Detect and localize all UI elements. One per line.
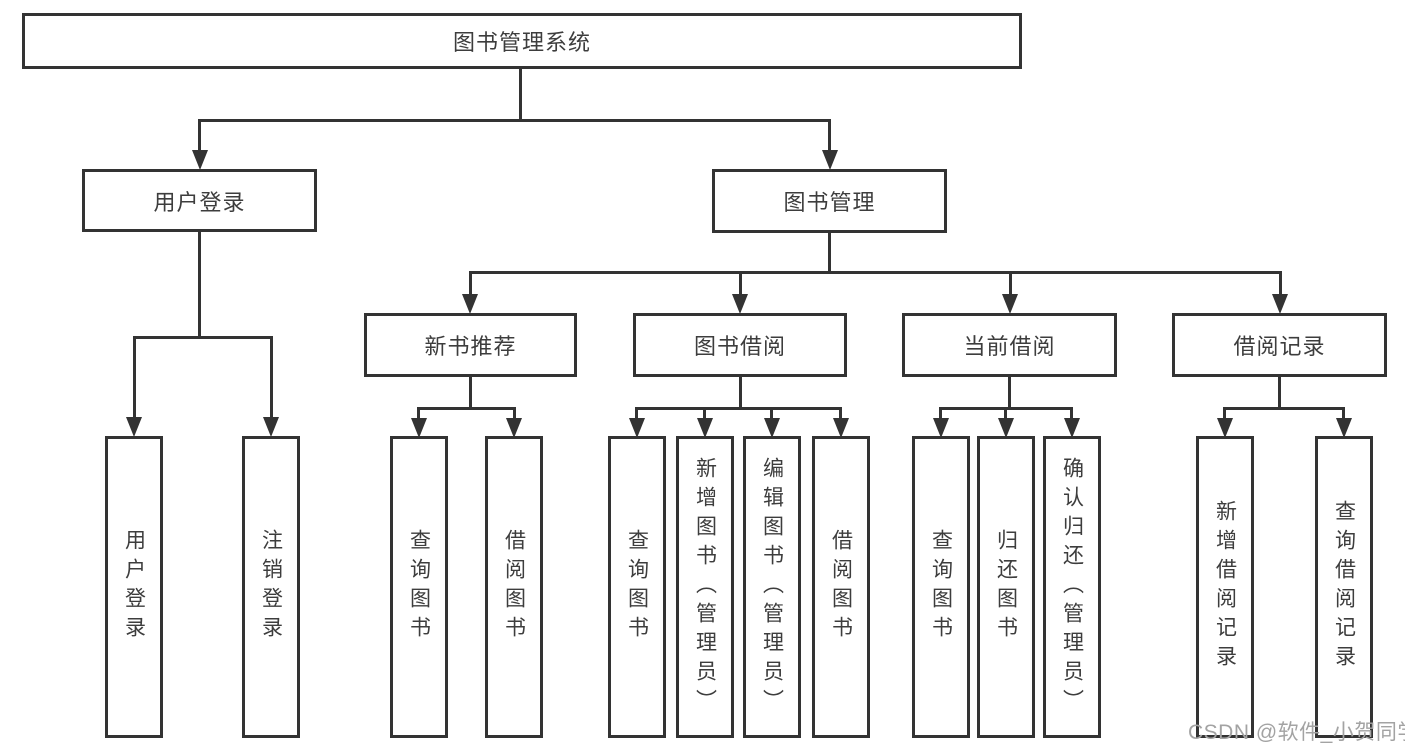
connector-arrow bbox=[462, 294, 478, 314]
connector-line bbox=[519, 69, 522, 121]
connector-arrow bbox=[1272, 294, 1288, 314]
connector-line bbox=[270, 336, 273, 420]
connector-arrow bbox=[411, 418, 427, 438]
connector-arrow bbox=[732, 294, 748, 314]
connector-arrow bbox=[263, 417, 279, 437]
node-current-borrow: 当前借阅 bbox=[902, 313, 1117, 377]
connector-line bbox=[198, 232, 201, 338]
node-new-book-recommend: 新书推荐 bbox=[364, 313, 577, 377]
leaf-add-borrow-record: 新增借阅记录 bbox=[1196, 436, 1254, 738]
connector-line bbox=[739, 377, 742, 410]
connector-line bbox=[1342, 407, 1345, 420]
node-book-management: 图书管理 bbox=[712, 169, 947, 233]
connector-arrow bbox=[1336, 418, 1352, 438]
leaf-query-books-current: 查询图书 bbox=[912, 436, 970, 738]
connector-line bbox=[739, 271, 742, 297]
leaf-borrow-books-recommend: 借阅图书 bbox=[485, 436, 543, 738]
connector-arrow bbox=[998, 418, 1014, 438]
node-book-management-system: 图书管理系统 bbox=[22, 13, 1022, 69]
connector-line bbox=[770, 407, 773, 420]
leaf-query-borrow-record: 查询借阅记录 bbox=[1315, 436, 1373, 738]
connector-line bbox=[469, 271, 1282, 274]
connector-line bbox=[198, 119, 831, 122]
connector-line bbox=[1223, 407, 1226, 420]
connector-arrow bbox=[506, 418, 522, 438]
connector-arrow bbox=[1064, 418, 1080, 438]
connector-arrow bbox=[629, 418, 645, 438]
node-borrow-record: 借阅记录 bbox=[1172, 313, 1387, 377]
connector-line bbox=[1279, 271, 1282, 297]
connector-line bbox=[469, 377, 472, 410]
connector-line bbox=[703, 407, 706, 420]
leaf-query-books-recommend: 查询图书 bbox=[390, 436, 448, 738]
connector-arrow bbox=[192, 150, 208, 170]
connector-arrow bbox=[126, 417, 142, 437]
connector-line bbox=[469, 271, 472, 297]
connector-line bbox=[1278, 377, 1281, 410]
leaf-user-login: 用户登录 bbox=[105, 436, 163, 738]
node-user-login: 用户登录 bbox=[82, 169, 317, 232]
connector-line bbox=[828, 233, 831, 273]
connector-arrow bbox=[1217, 418, 1233, 438]
connector-line bbox=[1009, 271, 1012, 297]
connector-line bbox=[939, 407, 942, 420]
node-book-borrow: 图书借阅 bbox=[633, 313, 847, 377]
leaf-logout: 注销登录 bbox=[242, 436, 300, 738]
connector-line bbox=[635, 407, 638, 420]
leaf-query-books-borrow: 查询图书 bbox=[608, 436, 666, 738]
leaf-edit-books-admin: 编辑图书（管理员） bbox=[743, 436, 801, 738]
connector-line bbox=[198, 119, 201, 153]
connector-arrow bbox=[933, 418, 949, 438]
connector-line bbox=[513, 407, 516, 420]
connector-line bbox=[1223, 407, 1345, 410]
connector-arrow bbox=[1002, 294, 1018, 314]
connector-line bbox=[828, 119, 831, 153]
connector-line bbox=[417, 407, 420, 420]
connector-line bbox=[1004, 407, 1007, 420]
leaf-return-books: 归还图书 bbox=[977, 436, 1035, 738]
leaf-confirm-return-admin: 确认归还（管理员） bbox=[1043, 436, 1101, 738]
connector-arrow bbox=[697, 418, 713, 438]
leaf-add-books-admin: 新增图书（管理员） bbox=[676, 436, 734, 738]
connector-line bbox=[1070, 407, 1073, 420]
leaf-borrow-books: 借阅图书 bbox=[812, 436, 870, 738]
csdn-watermark: CSDN @软件_小贺同学 bbox=[1188, 721, 1405, 744]
connector-line bbox=[133, 336, 273, 339]
connector-line bbox=[635, 407, 842, 410]
connector-arrow bbox=[833, 418, 849, 438]
connector-line bbox=[417, 407, 516, 410]
connector-line bbox=[1008, 377, 1011, 410]
connector-arrow bbox=[764, 418, 780, 438]
connector-line bbox=[839, 407, 842, 420]
connector-arrow bbox=[822, 150, 838, 170]
connector-line bbox=[133, 336, 136, 420]
